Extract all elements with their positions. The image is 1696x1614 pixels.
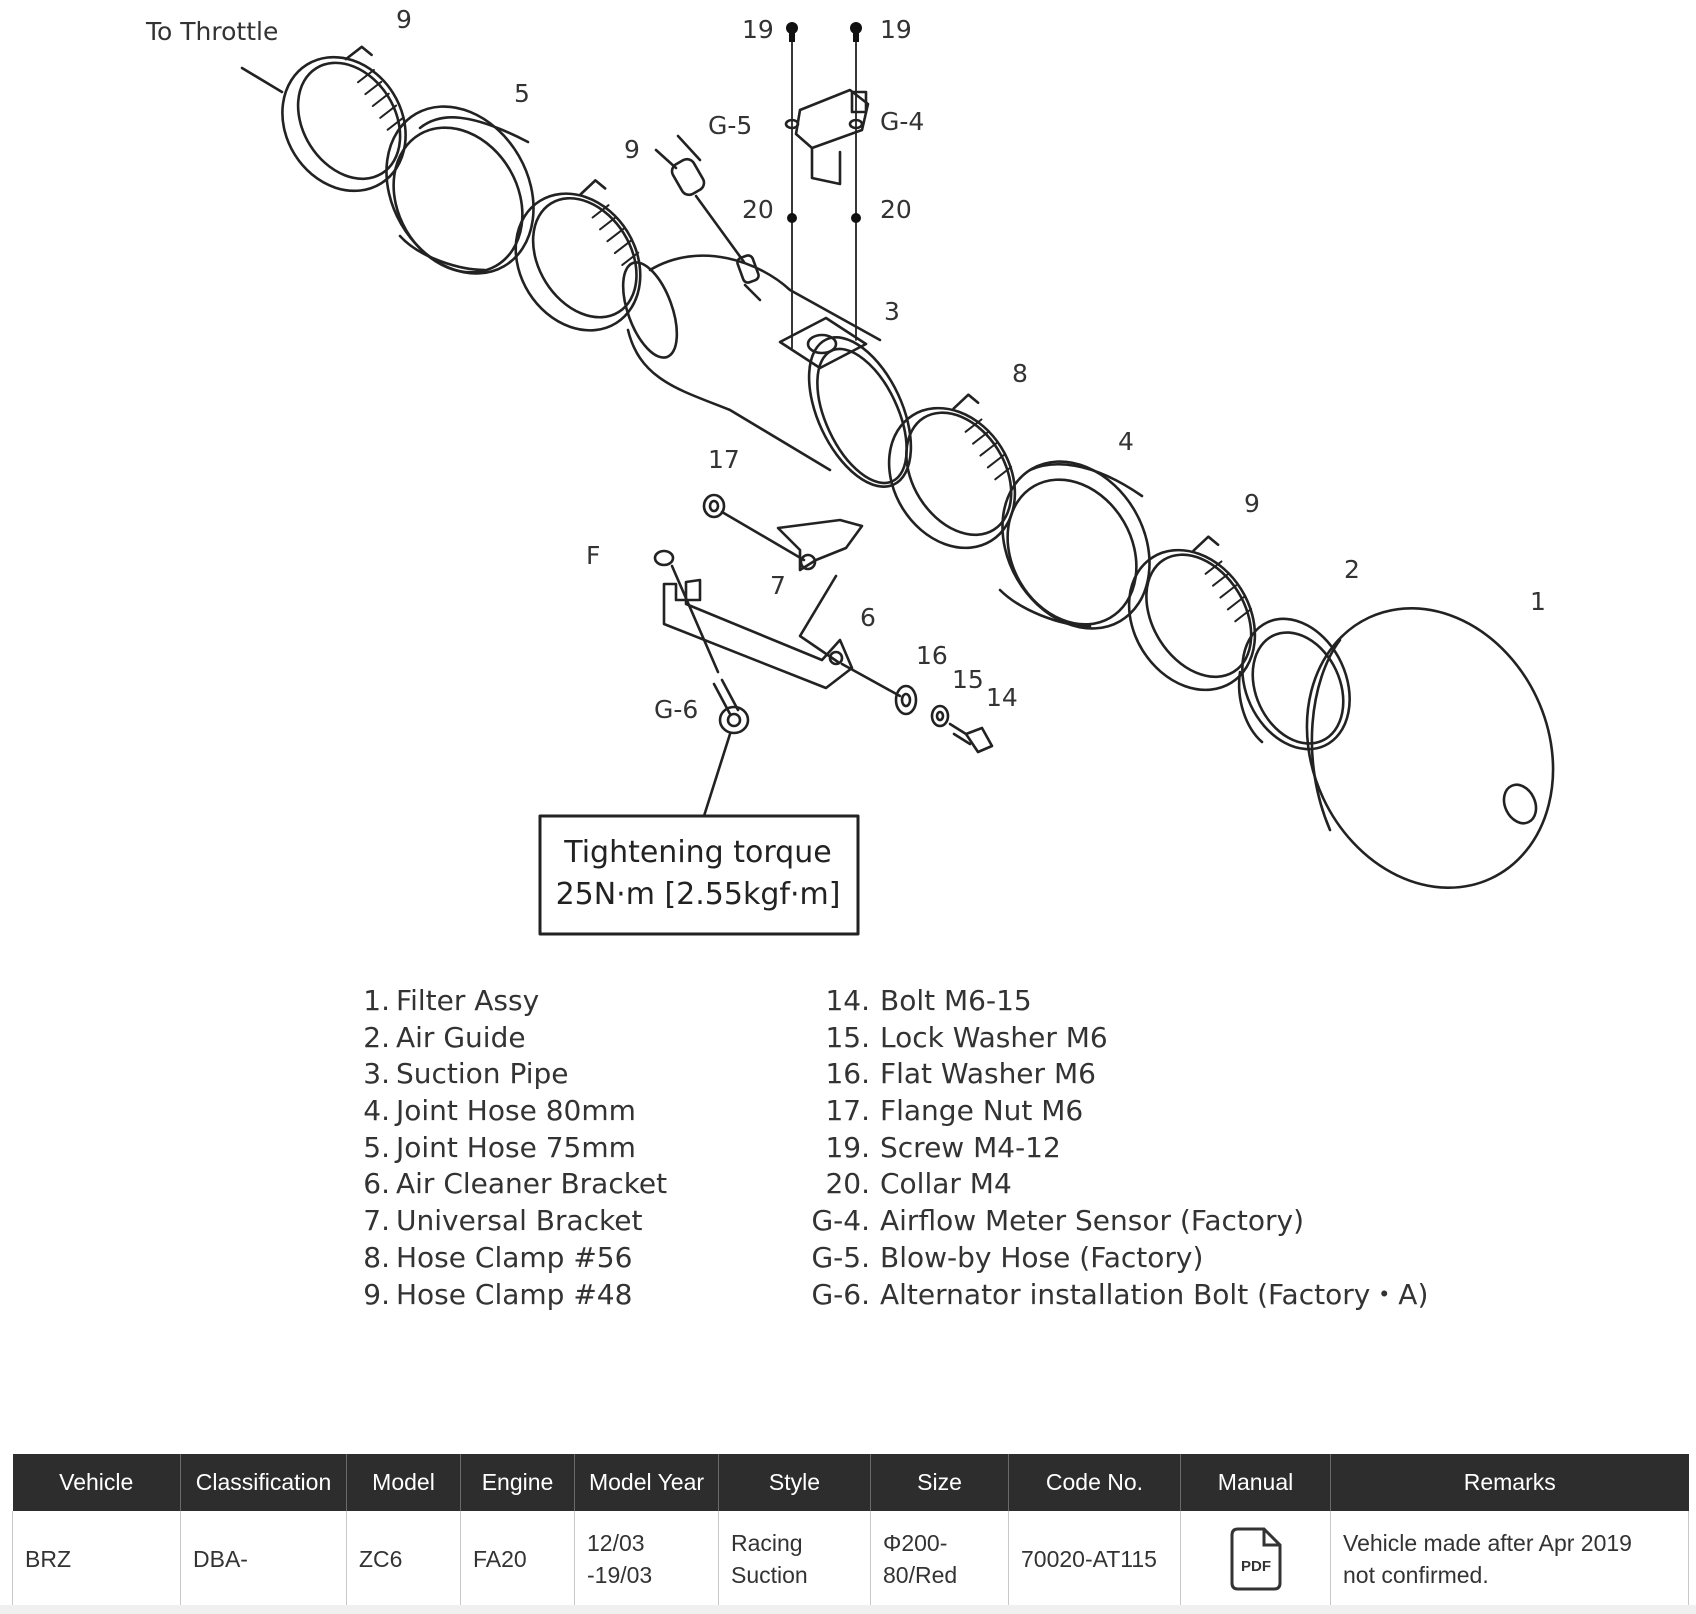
cell-vehicle: BRZ xyxy=(12,1511,181,1607)
part-item: 20.Collar M4 xyxy=(825,1167,1012,1201)
size-line2: 80/Red xyxy=(883,1561,958,1588)
part-item: G-6.Alternator installation Bolt (Factor… xyxy=(811,1277,1429,1311)
label-1: 1 xyxy=(1530,587,1546,616)
cell-size: Φ200- 80/Red xyxy=(870,1511,1009,1607)
part-item: 7.Universal Bracket xyxy=(363,1204,643,1238)
part-item: 3.Suction Pipe xyxy=(363,1057,569,1091)
label-to-throttle: To Throttle xyxy=(145,17,278,46)
part-item: G-5.Blow-by Hose (Factory) xyxy=(811,1240,1204,1274)
torque-line-1: Tightening torque xyxy=(563,835,831,870)
th-engine: Engine xyxy=(460,1454,575,1511)
parts-list-right: 14.Bolt M6-15 15.Lock Washer M6 16.Flat … xyxy=(808,983,1428,1313)
label-15: 15 xyxy=(952,665,984,694)
cell-engine: FA20 xyxy=(460,1511,575,1607)
th-remarks: Remarks xyxy=(1330,1454,1689,1511)
th-style: Style xyxy=(718,1454,871,1511)
label-4: 4 xyxy=(1118,427,1134,456)
parts-list-left: 1.Filter Assy 2.Air Guide 3.Suction Pipe… xyxy=(356,983,667,1313)
suction-pipe xyxy=(621,254,913,488)
label-g6: G-6 xyxy=(654,695,698,724)
label-9c: 9 xyxy=(1244,489,1260,518)
size-line1: Φ200- xyxy=(883,1529,948,1556)
label-20a: 20 xyxy=(742,195,774,224)
hose-clamp-9-low xyxy=(1127,535,1257,692)
label-17: 17 xyxy=(708,445,740,474)
spec-table: Vehicle Classification Model Engine Mode… xyxy=(12,1454,1689,1607)
air-cleaner-bracket xyxy=(653,549,902,698)
exploded-diagram: To Throttle 9 5 9 G-5 19 19 G-4 20 20 3 … xyxy=(145,5,1555,936)
table-header-row: Vehicle Classification Model Engine Mode… xyxy=(12,1454,1689,1511)
label-2: 2 xyxy=(1344,555,1360,584)
th-size: Size xyxy=(870,1454,1009,1511)
remarks-line1: Vehicle made after Apr 2019 xyxy=(1343,1529,1632,1556)
alternator-bolt xyxy=(702,678,750,818)
part-item: 17.Flange Nut M6 xyxy=(825,1094,1084,1128)
th-model-year: Model Year xyxy=(574,1454,719,1511)
part-item: 6.Air Cleaner Bracket xyxy=(363,1167,668,1201)
style-line2: Suction xyxy=(731,1561,808,1588)
part-item: 1.Filter Assy xyxy=(363,984,540,1017)
cell-model: ZC6 xyxy=(346,1511,461,1607)
style-line1: Racing xyxy=(731,1529,803,1556)
universal-bracket xyxy=(702,493,864,664)
th-vehicle: Vehicle xyxy=(12,1454,181,1511)
pdf-icon-text: PDF xyxy=(1241,1558,1271,1575)
label-16: 16 xyxy=(916,641,948,670)
label-6: 6 xyxy=(860,603,876,632)
cell-remarks: Vehicle made after Apr 2019 not confirmed… xyxy=(1330,1511,1689,1607)
cell-classification: DBA- xyxy=(180,1511,347,1607)
label-20b: 20 xyxy=(880,195,912,224)
torque-box xyxy=(538,814,860,936)
cell-model-year: 12/03 -19/03 xyxy=(574,1511,719,1607)
label-g4: G-4 xyxy=(880,107,924,136)
part-item: 8.Hose Clamp #56 xyxy=(363,1240,633,1274)
part-item: 19.Screw M4-12 xyxy=(825,1130,1061,1164)
label-19b: 19 xyxy=(880,15,912,44)
label-f: F xyxy=(586,541,600,570)
remarks-line2: not confirmed. xyxy=(1343,1561,1489,1588)
th-manual: Manual xyxy=(1180,1454,1331,1511)
torque-line-2: 25N·m [2.55kgf·m] xyxy=(556,877,841,912)
label-19a: 19 xyxy=(742,15,774,44)
part-item: 16.Flat Washer M6 xyxy=(825,1057,1096,1091)
filter-assy xyxy=(1305,606,1555,890)
part-item: 15.Lock Washer M6 xyxy=(825,1020,1108,1054)
joint-hose-4 xyxy=(998,460,1151,630)
washers-bolt xyxy=(894,684,994,754)
air-guide xyxy=(1237,617,1351,751)
label-5: 5 xyxy=(514,79,530,108)
part-item: 9.Hose Clamp #48 xyxy=(363,1277,633,1311)
model-year-line2: -19/03 xyxy=(587,1561,653,1588)
bottom-band xyxy=(0,1605,1696,1614)
th-classification: Classification xyxy=(180,1454,347,1511)
label-3: 3 xyxy=(884,297,900,326)
screw-guide-lines xyxy=(791,35,857,349)
hose-clamp-9-top xyxy=(281,45,407,193)
part-item: 4.Joint Hose 80mm xyxy=(363,1094,636,1128)
model-year-line1: 12/03 xyxy=(587,1529,645,1556)
pdf-icon[interactable]: PDF xyxy=(1230,1527,1282,1591)
label-8: 8 xyxy=(1012,359,1028,388)
label-9a: 9 xyxy=(396,5,412,34)
fasteners xyxy=(786,22,862,223)
cell-manual: PDF xyxy=(1180,1511,1331,1607)
hose-clamp-8 xyxy=(887,393,1017,550)
th-model: Model xyxy=(346,1454,461,1511)
part-item: G-4.Airflow Meter Sensor (Factory) xyxy=(811,1204,1305,1238)
label-9b: 9 xyxy=(624,135,640,164)
joint-hose-5 xyxy=(385,105,535,275)
hose-clamp-9-mid xyxy=(514,179,642,332)
cell-code-no: 70020-AT115 xyxy=(1008,1511,1181,1607)
to-throttle-leader xyxy=(240,66,284,94)
part-item: 2.Air Guide xyxy=(363,1020,526,1054)
label-g5: G-5 xyxy=(708,111,752,140)
diagram-svg: To Throttle 9 5 9 G-5 19 19 G-4 20 20 3 … xyxy=(145,5,1555,936)
th-code-no: Code No. xyxy=(1008,1454,1181,1511)
part-item: 5.Joint Hose 75mm xyxy=(363,1130,636,1164)
label-7: 7 xyxy=(770,571,786,600)
label-14: 14 xyxy=(986,683,1018,712)
part-item: 14.Bolt M6-15 xyxy=(825,984,1032,1017)
